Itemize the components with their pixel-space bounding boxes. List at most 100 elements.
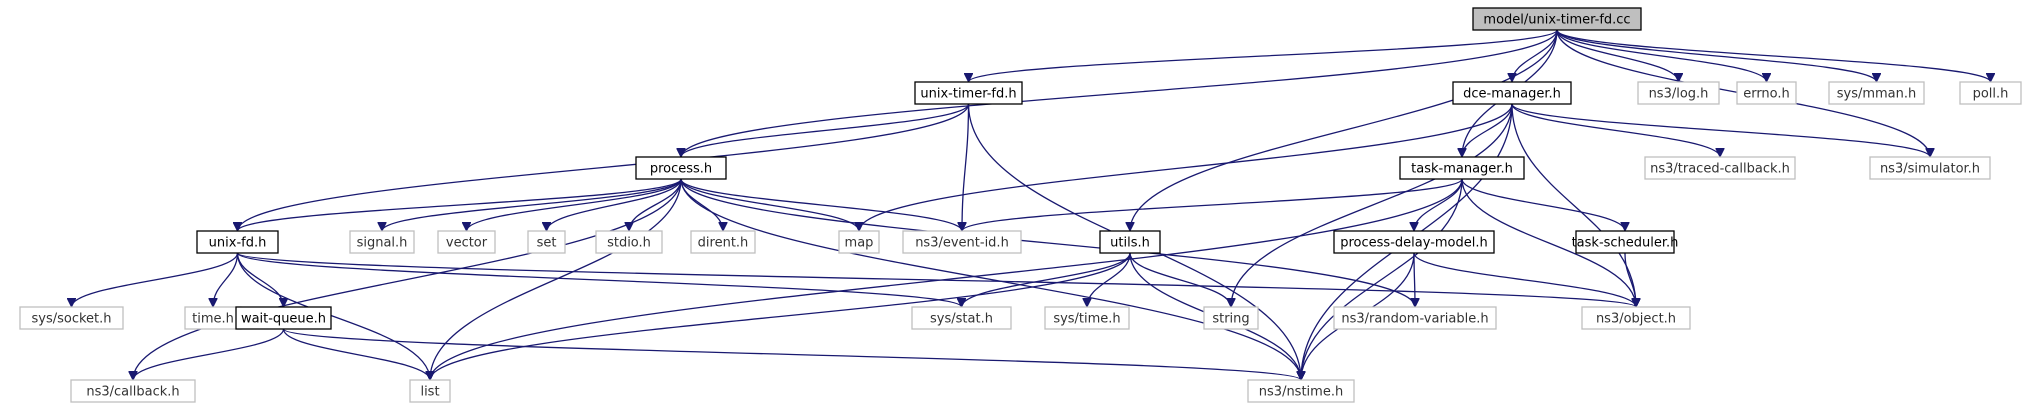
node-label: task-scheduler.h (1572, 236, 1679, 251)
node-box (838, 230, 880, 254)
node-box (196, 230, 279, 254)
node-ns3-random-variable-h: ns3/random-variable.h (1333, 306, 1497, 330)
node-box (437, 230, 496, 254)
edge-process-h-to-list (430, 178, 682, 380)
node-signal-h: signal.h (349, 230, 415, 254)
node-box (527, 230, 566, 254)
node-box (1575, 230, 1675, 254)
node-list: list (409, 379, 451, 403)
edge-task-manager-h-to-process-delay-model-h (1414, 178, 1463, 232)
edge-dce-manager-h-to-ns3-simulator-h (1511, 103, 1930, 158)
edge-process-h-to-map (680, 178, 859, 232)
edge-utils-h-to-string (1129, 252, 1231, 308)
node-box (635, 156, 727, 180)
edge-process-h-to-ns3-random-variable-h (680, 178, 1415, 308)
edge-model-unix-timer-fd-cc-to-errno-h (1556, 29, 1767, 83)
node-box (1452, 81, 1572, 105)
node-unix-fd-h[interactable]: unix-fd.h (196, 230, 279, 254)
node-set: set (527, 230, 566, 254)
node-ns3-object-h: ns3/object.h (1581, 306, 1691, 330)
node-map: map (838, 230, 880, 254)
node-label: unix-timer-fd.h (920, 87, 1016, 102)
edge-unix-timer-fd-h-to-process-h (681, 103, 970, 158)
edge-dce-manager-h-to-ns3-traced-callback-h (1511, 103, 1720, 158)
node-box (19, 306, 124, 330)
node-label: ns3/callback.h (86, 385, 179, 400)
edge-task-manager-h-to-ns3-event-id-h (962, 178, 1463, 232)
edge-model-unix-timer-fd-cc-to-ns3-log-h (1556, 29, 1679, 83)
node-process-delay-model-h[interactable]: process-delay-model.h (1333, 230, 1495, 254)
edge-task-scheduler-h-to-ns3-object-h (1624, 252, 1636, 307)
edge-task-manager-h-to-ns3-object-h (1461, 178, 1636, 307)
node-task-manager-h[interactable]: task-manager.h (1399, 156, 1525, 180)
node-label: sys/mman.h (1837, 87, 1917, 102)
node-box (911, 306, 1012, 330)
node-box (1099, 230, 1161, 254)
node-dce-manager-h[interactable]: dce-manager.h (1452, 81, 1572, 105)
edge-process-h-to-set (547, 178, 682, 232)
node-label: stdio.h (607, 236, 651, 251)
edge-model-unix-timer-fd-cc-to-utils-h (1130, 29, 1558, 231)
node-label: vector (446, 236, 488, 251)
node-box (1581, 306, 1691, 330)
node-label: poll.h (1973, 87, 2009, 102)
node-box (914, 81, 1023, 105)
node-wait-queue-h[interactable]: wait-queue.h (235, 306, 332, 330)
node-label: utils.h (1110, 236, 1150, 251)
node-unix-timer-fd-h[interactable]: unix-timer-fd.h (914, 81, 1023, 105)
node-label: time.h (192, 312, 234, 327)
edge-model-unix-timer-fd-cc-to-poll-h (1556, 29, 1991, 83)
edge-process-h-to-signal-h (382, 178, 682, 232)
node-label: string (1212, 312, 1249, 327)
node-label: sys/time.h (1053, 312, 1120, 327)
edge-utils-h-to-list (430, 252, 1131, 381)
edge-unix-fd-h-to-ns3-object-h (236, 252, 1637, 308)
node-box (1399, 156, 1525, 180)
node-utils-h[interactable]: utils.h (1099, 230, 1161, 254)
node-label: ns3/traced-callback.h (1650, 162, 1790, 177)
node-sys-mman-h: sys/mman.h (1828, 81, 1925, 105)
node-sys-stat-h: sys/stat.h (911, 306, 1012, 330)
node-box (349, 230, 415, 254)
node-label: process-delay-model.h (1340, 236, 1487, 251)
node-dirent-h: dirent.h (690, 230, 756, 254)
node-label: set (537, 236, 557, 251)
node-poll-h: poll.h (1959, 81, 2022, 105)
node-label: map (845, 236, 874, 251)
node-label: sys/stat.h (930, 312, 993, 327)
node-vector: vector (437, 230, 496, 254)
node-sys-time-h: sys/time.h (1044, 306, 1130, 330)
node-label: signal.h (357, 236, 408, 251)
node-label: errno.h (1743, 87, 1790, 102)
node-ns3-event-id-h: ns3/event-id.h (902, 230, 1022, 254)
node-box (1869, 156, 1991, 180)
node-layer: model/unix-timer-fd.cc unix-timer-fd.h dce… (19, 7, 2022, 403)
node-model-unix-timer-fd-cc[interactable]: model/unix-timer-fd.cc (1472, 7, 1642, 31)
node-box (1736, 81, 1797, 105)
node-box (1333, 230, 1495, 254)
node-box (1828, 81, 1925, 105)
edge-model-unix-timer-fd-cc-to-unix-timer-fd-h (969, 29, 1558, 83)
node-ns3-nstime-h: ns3/nstime.h (1247, 379, 1355, 403)
node-box (70, 379, 196, 403)
node-label: task-manager.h (1411, 162, 1513, 177)
edge-unix-timer-fd-h-to-ns3-event-id-h (962, 103, 970, 231)
node-ns3-traced-callback-h: ns3/traced-callback.h (1644, 156, 1796, 180)
node-box (1637, 81, 1720, 105)
node-ns3-log-h: ns3/log.h (1637, 81, 1720, 105)
edge-process-h-to-vector (467, 178, 682, 232)
edge-process-h-to-ns3-callback-h (133, 178, 682, 380)
node-label: wait-queue.h (241, 312, 326, 327)
node-task-scheduler-h[interactable]: task-scheduler.h (1572, 230, 1679, 254)
edge-task-manager-h-to-ns3-nstime-h (1301, 178, 1463, 380)
edge-unix-fd-h-to-list (236, 252, 431, 380)
edge-task-manager-h-to-task-scheduler-h (1461, 178, 1625, 232)
node-process-h[interactable]: process.h (635, 156, 727, 180)
node-label: unix-fd.h (209, 236, 267, 251)
edge-wait-queue-h-to-list (282, 328, 431, 381)
edge-wait-queue-h-to-ns3-callback-h (133, 328, 285, 381)
node-box (1333, 306, 1497, 330)
edge-unix-fd-h-to-sys-stat-h (236, 252, 962, 308)
edge-process-delay-model-h-to-ns3-random-variable-h (1414, 252, 1415, 307)
